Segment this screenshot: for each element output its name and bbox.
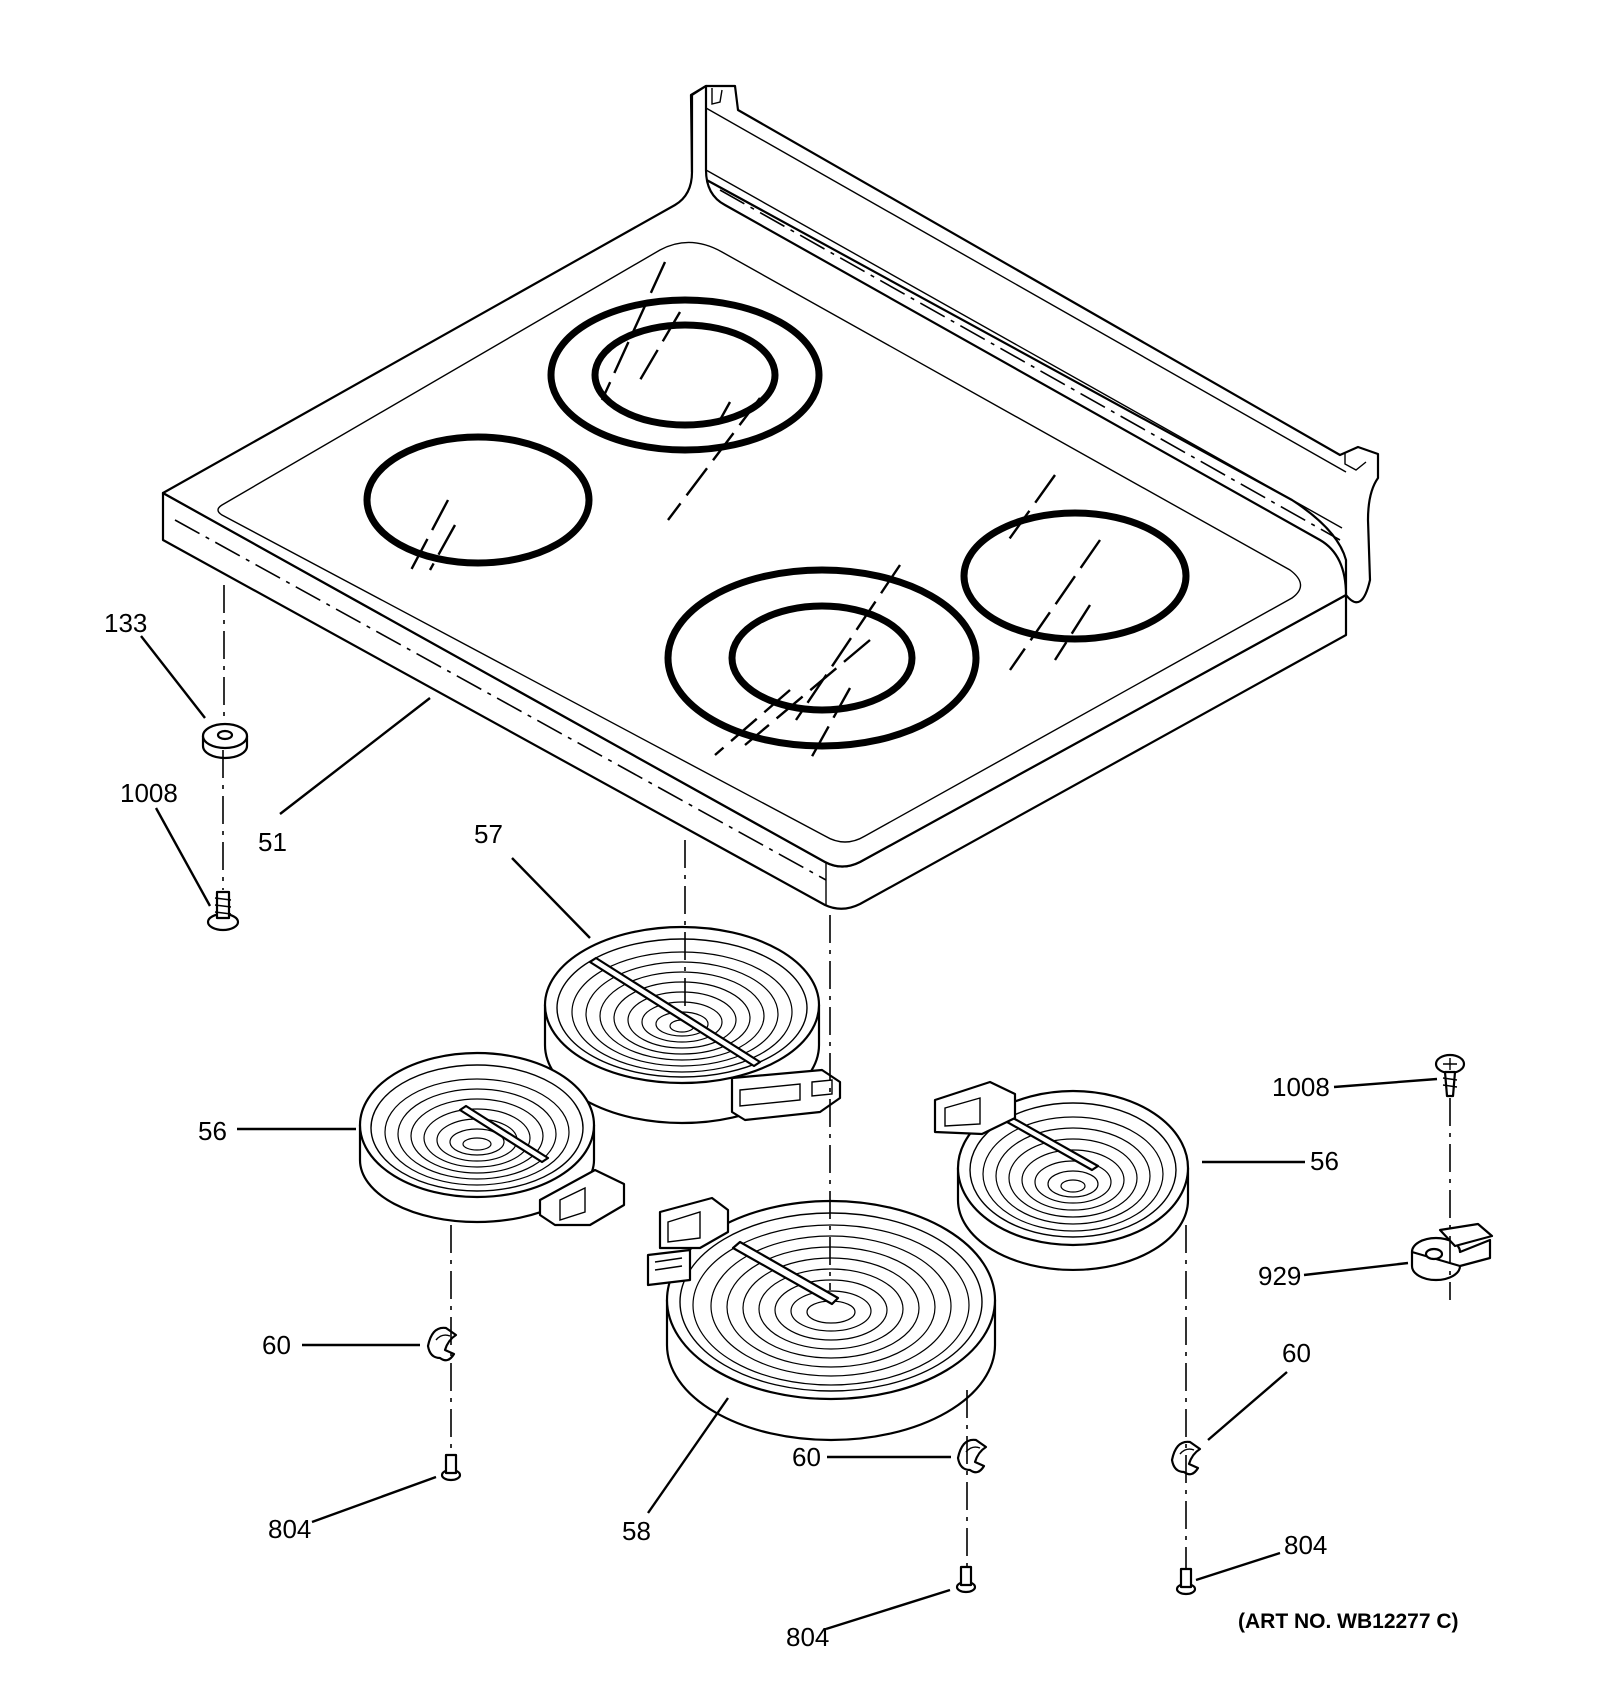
screw-1008-left xyxy=(206,890,240,932)
callout-804-left: 804 xyxy=(268,1514,311,1544)
radiant-element-56-left xyxy=(358,1051,626,1227)
callout-60-left: 60 xyxy=(262,1330,291,1360)
clip-60-left xyxy=(426,1326,458,1362)
callout-60-center: 60 xyxy=(792,1442,821,1472)
clip-60-center xyxy=(956,1438,988,1474)
art-number: (ART NO. WB12277 C) xyxy=(1238,1610,1459,1633)
callout-60-right: 60 xyxy=(1282,1338,1311,1368)
callout-929: 929 xyxy=(1258,1261,1301,1291)
cooktop-glass xyxy=(161,84,1380,910)
bracket-929 xyxy=(1410,1222,1494,1282)
callout-804-center: 804 xyxy=(786,1622,829,1652)
radiant-element-57 xyxy=(543,925,842,1125)
callout-57: 57 xyxy=(474,819,503,849)
callout-56-right: 56 xyxy=(1310,1146,1339,1176)
callout-133: 133 xyxy=(104,608,147,638)
callout-51: 51 xyxy=(258,827,287,857)
alignment-lines xyxy=(222,585,1451,1569)
screw-804-right xyxy=(1175,1567,1197,1596)
screw-1008-right xyxy=(1434,1053,1466,1098)
callout-56-left: 56 xyxy=(198,1116,227,1146)
callout-1008-right: 1008 xyxy=(1272,1072,1330,1102)
callout-804-right: 804 xyxy=(1284,1530,1327,1560)
radiant-element-58 xyxy=(646,1196,997,1442)
screw-804-center xyxy=(955,1565,977,1594)
bumper-133 xyxy=(201,722,249,760)
leader-lines xyxy=(140,635,1438,1631)
callout-58: 58 xyxy=(622,1516,651,1546)
callout-1008-left: 1008 xyxy=(120,778,178,808)
screw-804-left xyxy=(440,1453,462,1482)
radiant-element-56-right xyxy=(933,1080,1190,1272)
